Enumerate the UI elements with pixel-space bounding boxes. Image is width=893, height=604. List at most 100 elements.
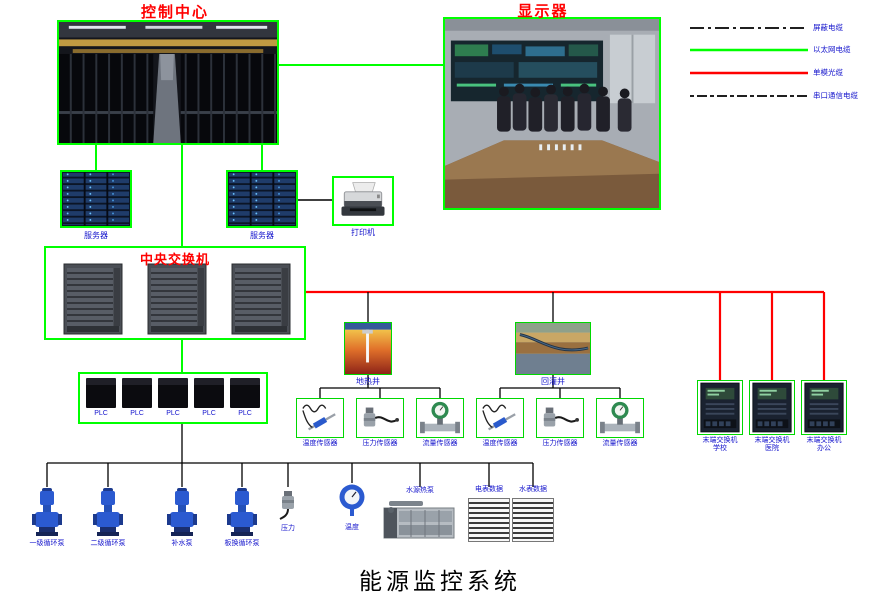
terminal-switch-label: 末端交换机 [754, 437, 790, 444]
server-rack-icon [62, 172, 130, 226]
terminal-switch-school-label: 末端交换机 学校 [693, 437, 747, 454]
core-switch-icon [58, 262, 128, 336]
water-meter-label: 水表数据 [519, 486, 547, 493]
legend-item-fiber-cable: 单模光缆 [690, 67, 843, 78]
heat-pump-photo [383, 498, 455, 542]
flow-sensor-photo [416, 398, 464, 438]
printer-label: 打印机 [351, 228, 375, 237]
heat-pump-label: 水源热泵 [406, 487, 434, 494]
terminal-switch-icon [698, 381, 742, 434]
server1-label: 服务器 [84, 231, 108, 240]
plc-group: PLC PLC PLC PLC PLC [78, 372, 268, 424]
central-switch-title: 中央交换机 [139, 252, 210, 267]
electric-meter-data-icon [468, 498, 510, 542]
water-meter-data-icon [512, 498, 554, 542]
pressure-label: 压力 [281, 525, 295, 532]
server-rack-icon [228, 172, 296, 226]
terminal-switch-site: 学校 [713, 445, 727, 453]
page-title: 能源监控系统 [359, 569, 521, 594]
pump3-photo [167, 487, 197, 539]
flow-sensor-icon [417, 399, 463, 437]
circulation-pump-icon [93, 488, 123, 536]
legend-item-shielded-cable: 屏蔽电缆 [690, 22, 843, 33]
pump4-photo [227, 487, 257, 539]
geothermal-well-label: 地热井 [356, 377, 380, 386]
control-center-title: 控制中心 [140, 5, 209, 21]
display-photo [443, 17, 661, 210]
terminal-switch-label: 末端交换机 [806, 437, 842, 444]
pressure-sensor-icon [537, 399, 583, 437]
temperature-sensor-icon [297, 399, 343, 437]
geothermal-well-image [345, 323, 391, 374]
circulation-pump-icon [32, 488, 62, 536]
plc-module-icon [158, 378, 188, 408]
terminal-switch-icon [750, 381, 794, 434]
pressure-sensor-label: 压力传感器 [542, 440, 578, 447]
circulation-pump-icon [167, 488, 197, 536]
recharge-well-label: 回灌井 [541, 377, 565, 386]
server2-label: 服务器 [250, 231, 274, 240]
display-title: 显示器 [517, 4, 569, 20]
terminal-switch-site: 办公 [817, 445, 831, 453]
central-switch-group: 中央交换机 [44, 246, 306, 340]
pump4-label: 板换循环泵 [224, 540, 260, 547]
core-switch-icon [226, 262, 296, 336]
flow-sensor-label: 流量传感器 [602, 440, 638, 447]
shielded-cable-sample-line [690, 26, 808, 29]
pressure-sensor-label: 压力传感器 [362, 440, 398, 447]
terminal-switch-hospital-label: 末端交换机 医院 [745, 437, 799, 454]
terminal-switch-school-photo [697, 380, 743, 435]
pressure-sensor-icon [357, 399, 403, 437]
ethernet-cable-lines [95, 64, 443, 372]
plc-module-icon [230, 378, 260, 408]
control-room-image [445, 19, 659, 208]
control-center-photo [57, 20, 279, 145]
server-room-image [59, 22, 277, 143]
electric-meter-label: 电表数据 [475, 486, 503, 493]
serial-cable-sample-line [690, 94, 808, 97]
temperature-sensor-photo [296, 398, 344, 438]
legend-item-ethernet-cable: 以太网电缆 [690, 44, 851, 55]
legend-item-serial-cable: 串口通信电缆 [690, 90, 858, 101]
temperature-sensor-label: 温度传感器 [482, 440, 518, 447]
plc-module-icon [122, 378, 152, 408]
pump2-photo [93, 487, 123, 539]
pump3-label: 补水泵 [171, 540, 193, 547]
circulation-pump-icon [227, 488, 257, 536]
plc-module-icon [86, 378, 116, 408]
terminal-switch-icon [802, 381, 846, 434]
pump2-label: 二级循环泵 [90, 540, 126, 547]
plc-label: PLC [130, 410, 144, 417]
temperature-sensor-icon [477, 399, 523, 437]
terminal-switch-office-photo [801, 380, 847, 435]
plc-label: PLC [202, 410, 216, 417]
legend-label: 以太网电缆 [813, 45, 851, 54]
terminal-switch-site: 医院 [765, 445, 779, 453]
temperature-sensor-label: 温度传感器 [302, 440, 338, 447]
fiber-cable-sample-line [690, 71, 808, 74]
shielded-cable-lines [46, 292, 621, 487]
core-switch-icon [142, 262, 212, 336]
temperature-gauge-photo [337, 483, 367, 517]
plc-label: PLC [238, 410, 252, 417]
flow-sensor-photo [596, 398, 644, 438]
plc-label: PLC [94, 410, 108, 417]
server1-photo [60, 170, 132, 228]
fiber-cable-lines [306, 290, 826, 380]
pressure-gauge-icon [274, 487, 302, 523]
terminal-switch-office-label: 末端交换机 办公 [797, 437, 851, 454]
legend-label: 单模光缆 [813, 68, 843, 77]
pressure-sensor-photo [536, 398, 584, 438]
legend-label: 屏蔽电缆 [813, 23, 843, 32]
plc-label: PLC [166, 410, 180, 417]
pressure-sensor-photo [356, 398, 404, 438]
people-silhouettes [497, 83, 632, 132]
recharge-well-photo [515, 322, 591, 375]
plc-module-icon [194, 378, 224, 408]
pressure-transmitter-photo [274, 487, 302, 523]
terminal-switch-label: 末端交换机 [702, 437, 738, 444]
server2-photo [226, 170, 298, 228]
pump1-label: 一级循环泵 [29, 540, 65, 547]
